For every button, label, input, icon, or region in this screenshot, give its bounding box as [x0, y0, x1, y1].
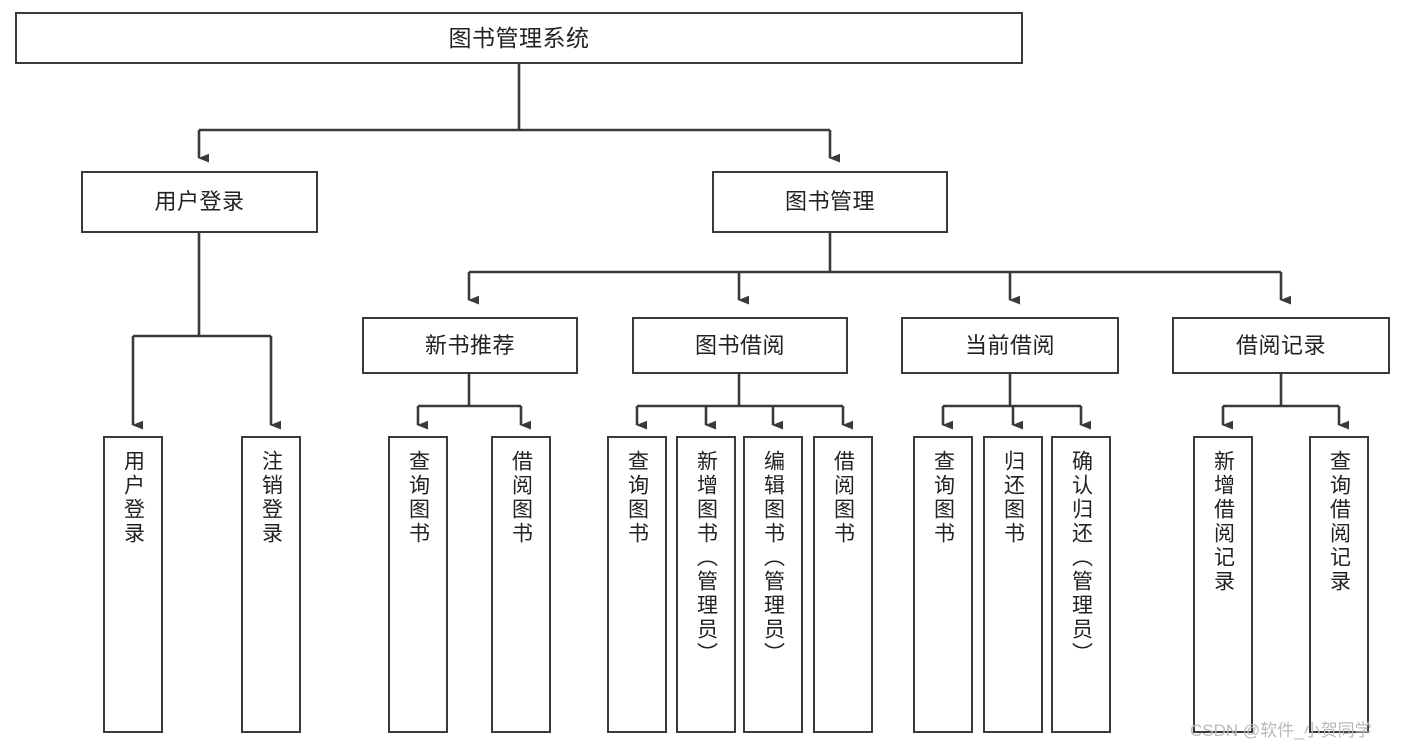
leaf-user-login-signout-label: 注销登录 — [259, 450, 283, 546]
node-user-login-label: 用户登录 — [154, 189, 245, 215]
leaf-currentborrow-query-book[interactable]: 查询图书 — [913, 436, 973, 733]
leaf-newbook-query-book-label: 查询图书 — [406, 450, 430, 546]
connector-borrowrecord-to-leaves — [1221, 374, 1349, 430]
leaf-newbook-query-book[interactable]: 查询图书 — [388, 436, 448, 733]
leaf-bookborrow-borrow-book[interactable]: 借阅图书 — [813, 436, 873, 733]
leaf-newbook-borrow-book-label: 借阅图书 — [509, 450, 533, 546]
csdn-watermark: CSDN @软件_小贺同学 — [1190, 721, 1372, 740]
leaf-currentborrow-return-book[interactable]: 归还图书 — [983, 436, 1043, 733]
leaf-user-login-signout[interactable]: 注销登录 — [241, 436, 301, 733]
leaf-borrowrecord-add-record[interactable]: 新增借阅记录 — [1193, 436, 1253, 733]
leaf-borrowrecord-add-record-label: 新增借阅记录 — [1211, 450, 1235, 594]
leaf-currentborrow-return-book-label: 归还图书 — [1001, 450, 1025, 546]
leaf-bookborrow-edit-book-admin[interactable]: 编辑图书（管理员） — [743, 436, 803, 733]
connector-root-to-level2 — [197, 64, 840, 163]
node-borrow-record[interactable]: 借阅记录 — [1172, 317, 1390, 374]
connector-userlogin-to-leaves — [131, 233, 281, 430]
node-book-borrow[interactable]: 图书借阅 — [632, 317, 848, 374]
node-book-borrow-label: 图书借阅 — [694, 332, 785, 358]
node-new-book-recommend-label: 新书推荐 — [424, 332, 515, 358]
leaf-borrowrecord-query-record-label: 查询借阅记录 — [1327, 450, 1351, 594]
leaf-newbook-borrow-book[interactable]: 借阅图书 — [491, 436, 551, 733]
leaf-borrowrecord-query-record[interactable]: 查询借阅记录 — [1309, 436, 1369, 733]
leaf-currentborrow-query-book-label: 查询图书 — [931, 450, 955, 546]
leaf-currentborrow-confirm-return-admin-label: 确认归还（管理员） — [1069, 450, 1093, 666]
node-current-borrow-label: 当前借阅 — [964, 332, 1055, 358]
node-new-book-recommend[interactable]: 新书推荐 — [362, 317, 578, 374]
leaf-currentborrow-confirm-return-admin[interactable]: 确认归还（管理员） — [1051, 436, 1111, 733]
connector-bookmgmt-to-level3 — [467, 233, 1291, 305]
node-borrow-record-label: 借阅记录 — [1235, 332, 1326, 358]
leaf-user-login-signin-label: 用户登录 — [121, 450, 145, 546]
node-book-management[interactable]: 图书管理 — [712, 171, 948, 233]
leaf-bookborrow-add-book-admin-label: 新增图书（管理员） — [694, 450, 718, 666]
connector-currentborrow-to-leaves — [941, 374, 1091, 430]
leaf-bookborrow-add-book-admin[interactable]: 新增图书（管理员） — [676, 436, 736, 733]
node-root-system[interactable]: 图书管理系统 — [15, 12, 1023, 64]
leaf-bookborrow-edit-book-admin-label: 编辑图书（管理员） — [761, 450, 785, 666]
node-book-management-label: 图书管理 — [784, 189, 875, 215]
node-current-borrow[interactable]: 当前借阅 — [901, 317, 1119, 374]
connector-newbook-to-leaves — [416, 374, 531, 430]
leaf-bookborrow-query-book-label: 查询图书 — [625, 450, 649, 546]
leaf-bookborrow-query-book[interactable]: 查询图书 — [607, 436, 667, 733]
leaf-bookborrow-borrow-book-label: 借阅图书 — [831, 450, 855, 546]
node-user-login[interactable]: 用户登录 — [81, 171, 318, 233]
node-root-system-label: 图书管理系统 — [448, 24, 590, 51]
connector-bookborrow-to-leaves — [635, 374, 853, 430]
leaf-user-login-signin[interactable]: 用户登录 — [103, 436, 163, 733]
